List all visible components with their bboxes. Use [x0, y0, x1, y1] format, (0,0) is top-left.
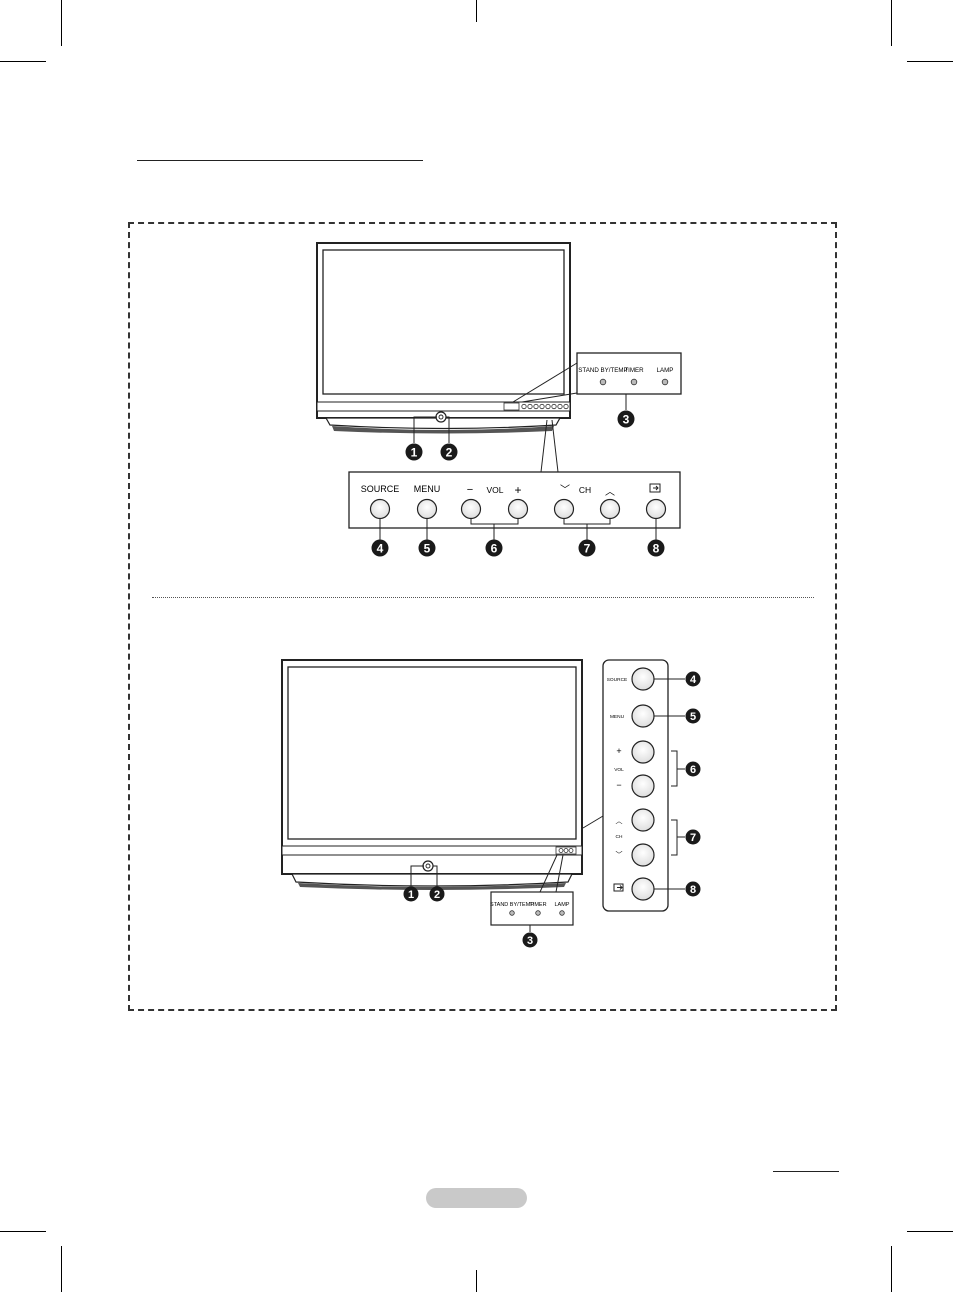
- callout-8-label: 8: [653, 542, 660, 556]
- ch-up-label-side: ︿: [616, 818, 623, 825]
- menu-label-side: MENU: [610, 714, 625, 720]
- led-lamp-label-2: LAMP: [555, 902, 570, 908]
- led-timer-label: TIMER: [624, 367, 644, 374]
- lamp-led-2: [560, 911, 565, 916]
- led-standby-label-2: STAND BY/TEMP: [490, 902, 534, 908]
- timer-led: [631, 379, 637, 385]
- crop-mark: [61, 1246, 62, 1292]
- language-tab-pill: [426, 1188, 527, 1208]
- callout-1-label: 1: [411, 446, 418, 460]
- ch-label-side: CH: [616, 834, 623, 840]
- tv-top: [317, 243, 570, 434]
- crop-mark: [907, 1231, 953, 1232]
- lamp-led: [662, 379, 668, 385]
- vol-label-side: VOL: [614, 767, 624, 773]
- vol-minus-label-side: −: [616, 780, 621, 790]
- source-label-side: SOURCE: [607, 677, 628, 683]
- control-panel-side: SOURCE MENU + VOL − ︿ CH ﹀: [583, 660, 668, 911]
- source-button-side[interactable]: [632, 668, 654, 690]
- vol-label: VOL: [486, 485, 503, 495]
- ch-down-label: ﹀: [560, 484, 570, 496]
- callout-6b-label: 6: [690, 764, 696, 776]
- ch-up-button-side[interactable]: [632, 809, 654, 831]
- led-lamp-label: LAMP: [657, 367, 674, 374]
- enter-button-side[interactable]: [632, 878, 654, 900]
- timer-led-2: [536, 911, 541, 916]
- vol-up-button[interactable]: [509, 500, 528, 519]
- callout-4-label: 4: [377, 542, 384, 556]
- callout-8b-label: 8: [690, 884, 696, 896]
- ch-down-button-side[interactable]: [632, 844, 654, 866]
- tv-bottom: [282, 660, 582, 890]
- callout-7b-label: 7: [690, 832, 696, 844]
- center-crop-mark: [476, 1270, 477, 1292]
- ch-up-label: ︿: [605, 487, 615, 498]
- callout-1b-label: 1: [408, 889, 414, 901]
- page-number-rule: [773, 1171, 839, 1172]
- standby-led: [600, 379, 606, 385]
- crop-mark: [891, 1246, 892, 1292]
- standby-led-2: [510, 911, 515, 916]
- led-timer-label-2: TIMER: [529, 902, 546, 908]
- tv-front-diagram: STAND BY/TEMP TIMER LAMP SOURCE MENU − V…: [0, 0, 953, 600]
- callout-3-label: 3: [623, 413, 630, 427]
- vol-down-button-side[interactable]: [632, 775, 654, 797]
- callout-3b-label: 3: [527, 935, 533, 947]
- vol-up-button-side[interactable]: [632, 741, 654, 763]
- menu-button[interactable]: [418, 500, 437, 519]
- ch-down-label-side: ﹀: [616, 851, 623, 859]
- vol-minus-label: −: [467, 484, 473, 496]
- vol-down-button[interactable]: [462, 500, 481, 519]
- source-button[interactable]: [371, 500, 390, 519]
- led-standby-label: STAND BY/TEMP: [578, 367, 627, 374]
- callout-7-label: 7: [584, 542, 591, 556]
- tv-side-diagram: STAND BY/TEMP TIMER LAMP SOURCE MENU + V…: [0, 600, 953, 1000]
- source-label: SOURCE: [361, 484, 400, 494]
- ch-up-button[interactable]: [601, 500, 620, 519]
- callout-5b-label: 5: [690, 711, 696, 723]
- callout-2-label: 2: [446, 446, 453, 460]
- callout-5-label: 5: [424, 542, 431, 556]
- callout-4b-label: 4: [690, 674, 697, 686]
- callout-2b-label: 2: [434, 889, 440, 901]
- menu-label: MENU: [414, 484, 441, 494]
- control-panel-top: SOURCE MENU − VOL + ﹀ CH ︿: [349, 420, 680, 528]
- vol-plus-label-side: +: [616, 746, 621, 756]
- vol-plus-label: +: [514, 483, 521, 497]
- ch-down-button[interactable]: [555, 500, 574, 519]
- ch-label: CH: [579, 485, 591, 495]
- menu-button-side[interactable]: [632, 705, 654, 727]
- enter-button[interactable]: [647, 500, 666, 519]
- crop-mark: [0, 1231, 46, 1232]
- callout-6-label: 6: [491, 542, 498, 556]
